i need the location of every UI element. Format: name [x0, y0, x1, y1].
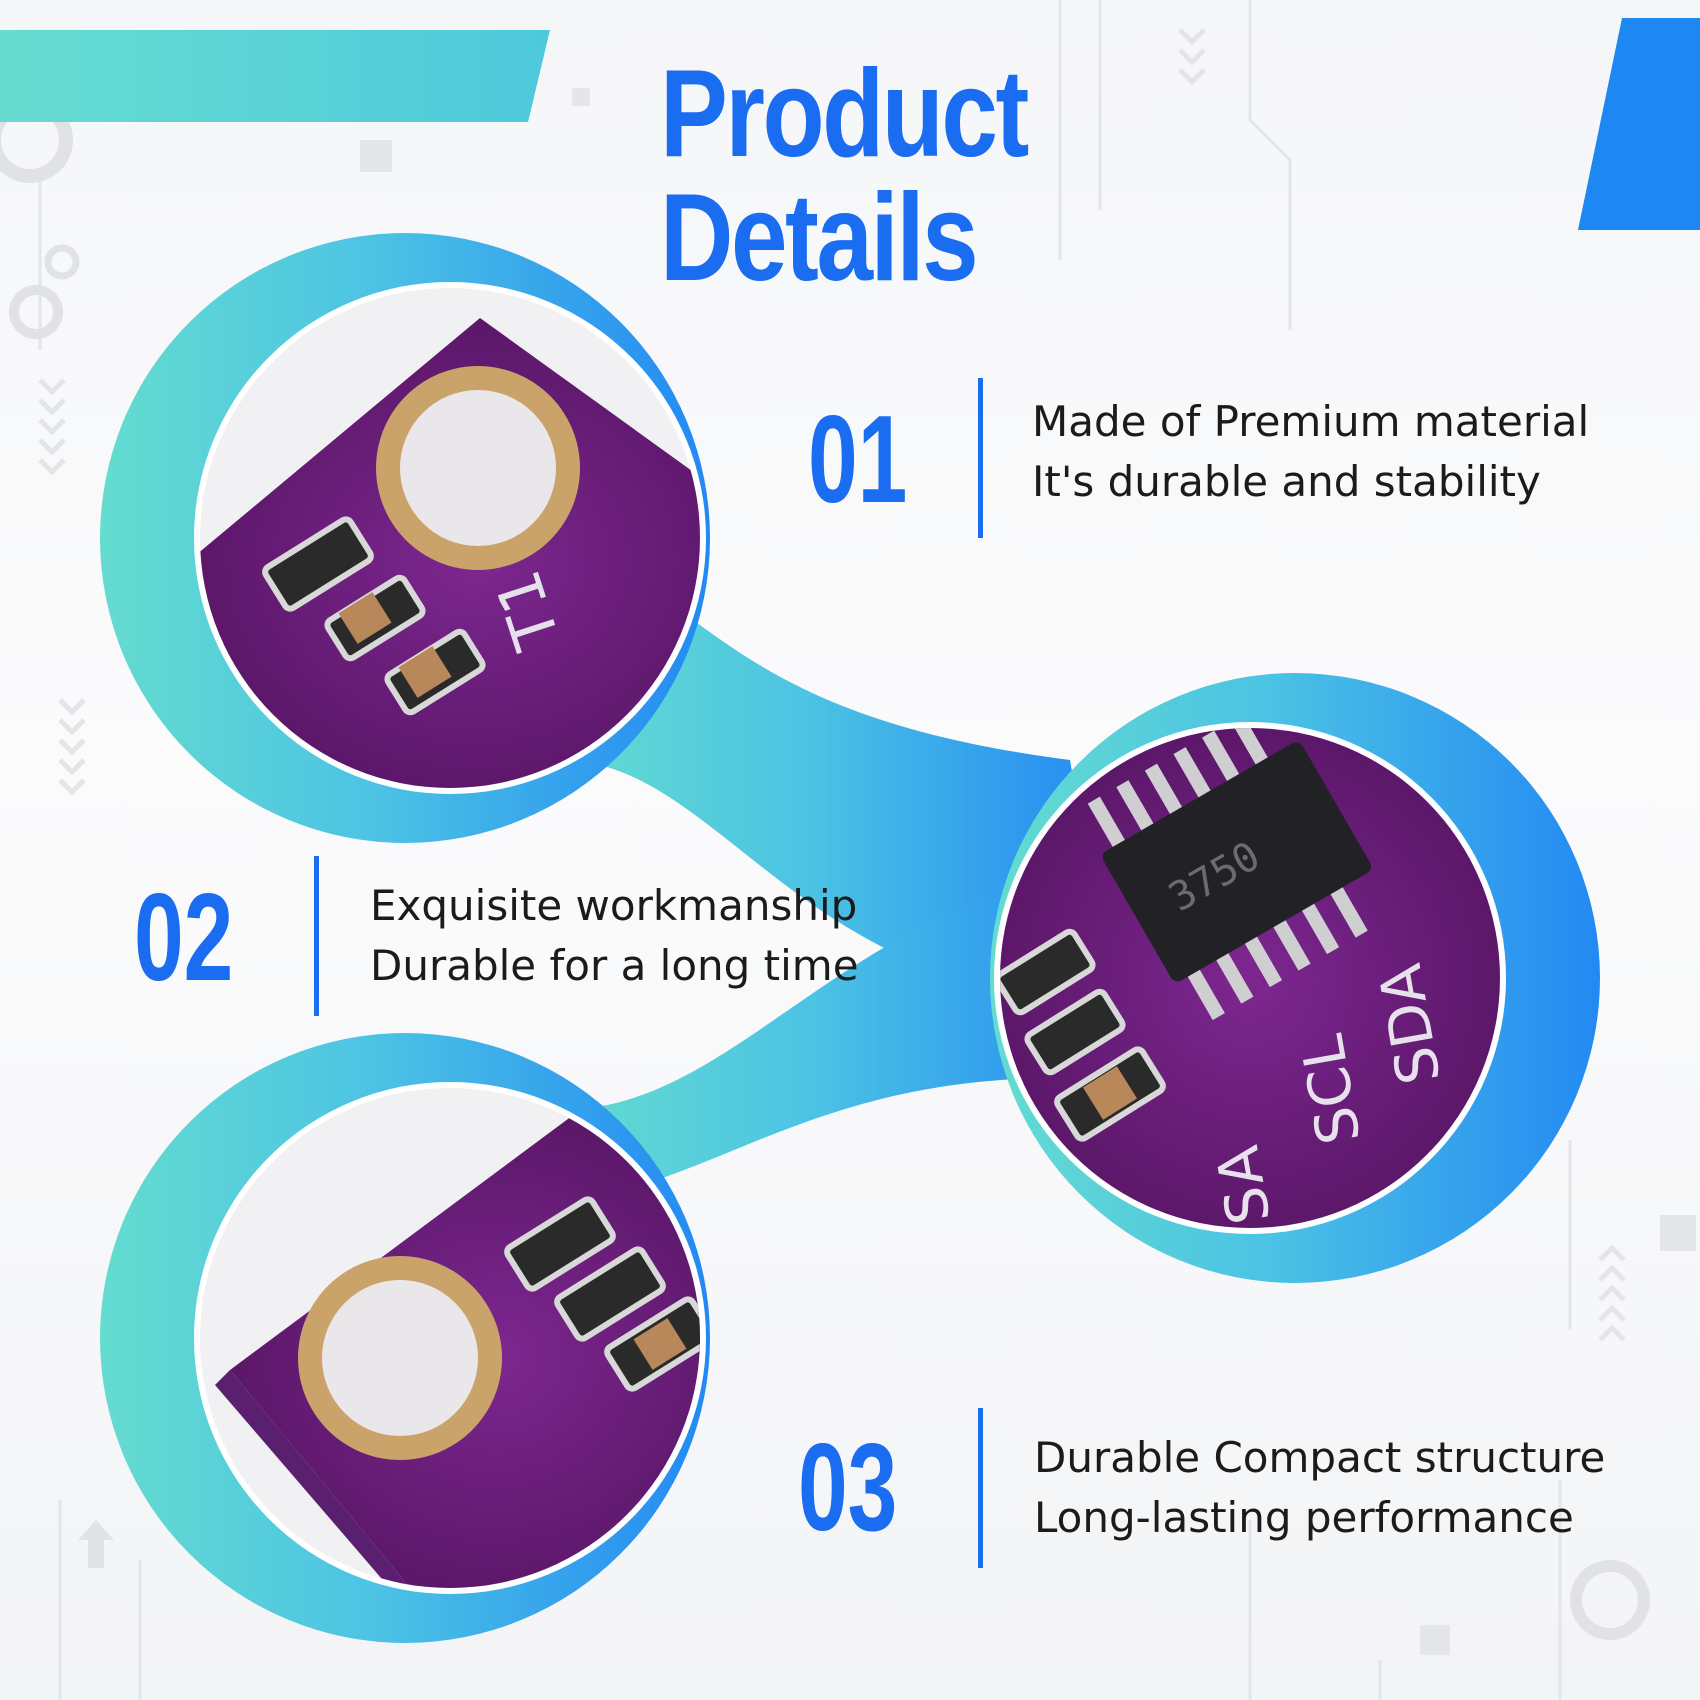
feature-1-text: Made of Premium material It's durable an… — [1032, 392, 1589, 512]
feature-1-line1: Made of Premium material — [1032, 397, 1590, 446]
feature-1-line2: It's durable and stability — [1032, 457, 1541, 506]
feature-1-number: 01 — [808, 391, 908, 529]
photo-2: 3750 SDA SCL SA — [1000, 728, 1500, 1230]
feature-2-text: Exquisite workmanship Durable for a long… — [370, 876, 859, 996]
feature-2-divider — [314, 856, 319, 1016]
arrow-up-icon — [78, 1520, 114, 1568]
feature-2-line2: Durable for a long time — [370, 941, 859, 990]
feature-3-line1: Durable Compact structure — [1034, 1433, 1606, 1482]
feature-3-number: 03 — [798, 1419, 898, 1557]
feature-3-line2: Long-lasting performance — [1034, 1493, 1574, 1542]
feature-2-line1: Exquisite workmanship — [370, 881, 858, 930]
top-right-banner — [1578, 18, 1700, 230]
silkscreen-sa: SA — [1203, 1141, 1283, 1230]
photo-3 — [200, 1088, 700, 1588]
top-left-banner — [0, 30, 550, 122]
feature-1-divider — [978, 378, 983, 538]
feature-3-divider — [978, 1408, 983, 1568]
photo-1: T1 — [200, 288, 700, 788]
page-title: Product Details — [660, 45, 1029, 307]
feature-2-number: 02 — [134, 869, 234, 1007]
feature-3-text: Durable Compact structure Long-lasting p… — [1034, 1428, 1605, 1548]
